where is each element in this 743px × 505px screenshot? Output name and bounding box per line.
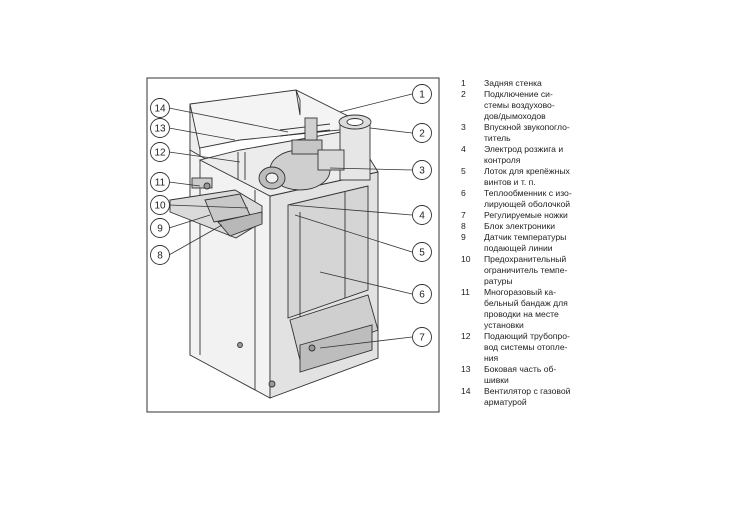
legend-label: Подающий трубопро- вод системы отопле- н… <box>484 331 570 363</box>
legend-label: Многоразовый ка- бельный бандаж для пров… <box>484 287 568 330</box>
legend-label: Предохранительный ограничитель темпе- ра… <box>484 254 568 286</box>
svg-text:10: 10 <box>154 201 166 212</box>
callout-7: 7 <box>412 327 432 347</box>
legend-label: Блок электроники <box>484 221 556 231</box>
callout-13: 13 <box>150 118 170 138</box>
legend-label: Боковая часть об- шивки <box>484 364 557 385</box>
legend-item: 10 Предохранительный ограничитель темпе- … <box>461 254 731 287</box>
legend-number: 2 <box>461 89 466 99</box>
legend-label: Электрод розжига и контроля <box>484 144 564 165</box>
legend-item: 3 Впускной звукопогло- титель <box>461 122 731 144</box>
svg-text:8: 8 <box>157 251 163 262</box>
callout-3: 3 <box>412 160 432 180</box>
legend-label: Регулируемые ножки <box>484 210 568 220</box>
leader-lines <box>168 93 413 349</box>
callout-2: 2 <box>412 123 432 143</box>
legend-label: Теплообменник с изо- лирующей оболочкой <box>484 188 572 209</box>
svg-text:13: 13 <box>154 124 166 135</box>
callouts: 1 2 3 4 5 6 7 8 9 10 11 12 13 14 <box>150 84 432 347</box>
callout-14: 14 <box>150 98 170 118</box>
svg-text:9: 9 <box>157 224 163 235</box>
legend-item: 8 Блок электроники <box>461 221 731 232</box>
callout-6: 6 <box>412 284 432 304</box>
legend-item: 5 Лоток для крепёжных винтов и т. п. <box>461 166 731 188</box>
legend-item: 14 Вентилятор с газовой арматурой <box>461 386 731 408</box>
legend-number: 3 <box>461 122 466 132</box>
legend-item: 11 Многоразовый ка- бельный бандаж для пр… <box>461 287 731 331</box>
legend-number: 10 <box>461 254 471 264</box>
svg-text:3: 3 <box>419 166 425 177</box>
legend-label: Впускной звукопогло- титель <box>484 122 570 143</box>
svg-text:2: 2 <box>419 129 425 140</box>
callout-11: 11 <box>150 172 170 192</box>
svg-text:4: 4 <box>419 211 425 222</box>
legend-item: 4 Электрод розжига и контроля <box>461 144 731 166</box>
legend-label: Задняя стенка <box>484 78 542 88</box>
legend-number: 12 <box>461 331 471 341</box>
svg-text:11: 11 <box>155 178 166 189</box>
svg-text:6: 6 <box>419 290 425 301</box>
legend-item: 6 Теплообменник с изо- лирующей оболочкой <box>461 188 731 210</box>
diagram-frame <box>146 77 440 413</box>
legend-number: 6 <box>461 188 466 198</box>
svg-text:7: 7 <box>419 333 425 344</box>
svg-text:1: 1 <box>419 90 425 101</box>
legend-label: Лоток для крепёжных винтов и т. п. <box>484 166 570 187</box>
legend-item: 7 Регулируемые ножки <box>461 210 731 221</box>
legend-number: 9 <box>461 232 466 242</box>
legend-item: 2 Подключение си- стемы воздухово- дов/ды… <box>461 89 731 122</box>
svg-text:14: 14 <box>154 104 166 115</box>
callout-9: 9 <box>150 218 170 238</box>
callout-12: 12 <box>150 142 170 162</box>
boiler-drawing <box>169 89 379 399</box>
legend-number: 11 <box>461 287 470 297</box>
svg-text:5: 5 <box>419 248 425 259</box>
legend-number: 14 <box>461 386 471 396</box>
legend-number: 5 <box>461 166 466 176</box>
legend: 1 Задняя стенка 2 Подключение си- стемы во… <box>461 78 731 408</box>
legend-number: 13 <box>461 364 471 374</box>
legend-label: Вентилятор с газовой арматурой <box>484 386 571 407</box>
legend-item: 1 Задняя стенка <box>461 78 731 89</box>
callout-1: 1 <box>412 84 432 104</box>
callout-8: 8 <box>150 245 170 265</box>
legend-number: 7 <box>461 210 466 220</box>
legend-item: 12 Подающий трубопро- вод системы отопле-… <box>461 331 731 364</box>
callout-4: 4 <box>412 205 432 225</box>
callout-5: 5 <box>412 242 432 262</box>
legend-number: 8 <box>461 221 466 231</box>
legend-label: Датчик температуры подающей линии <box>484 232 567 253</box>
callout-10: 10 <box>150 195 170 215</box>
legend-label: Подключение си- стемы воздухово- дов/дым… <box>484 89 555 121</box>
legend-item: 13 Боковая часть об- шивки <box>461 364 731 386</box>
legend-item: 9 Датчик температуры подающей линии <box>461 232 731 254</box>
svg-text:12: 12 <box>154 148 166 159</box>
legend-number: 1 <box>461 78 466 88</box>
legend-number: 4 <box>461 144 466 154</box>
